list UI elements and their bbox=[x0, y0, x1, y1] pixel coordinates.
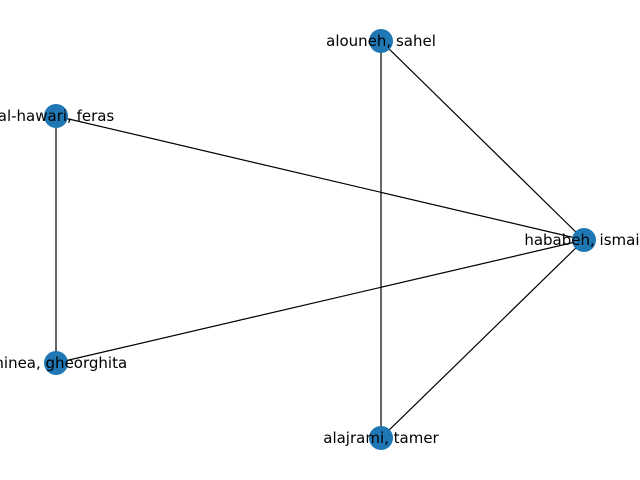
edge-ismail-tamer bbox=[380, 239, 585, 439]
edge-ismail-gheorghita bbox=[55, 239, 585, 364]
node-tamer bbox=[369, 426, 393, 450]
node-ismail bbox=[572, 228, 596, 252]
edges-layer bbox=[55, 40, 585, 439]
node-label-feras: al-hawari, feras bbox=[0, 107, 114, 125]
node-label-gheorghita: ghinea, gheorghita bbox=[0, 354, 127, 372]
node-sahel bbox=[369, 29, 393, 53]
nodes-layer bbox=[44, 29, 596, 450]
node-label-sahel: alouneh, sahel bbox=[326, 32, 436, 50]
edge-sahel-ismail bbox=[380, 40, 585, 241]
node-label-ismail: hababeh, ismail bbox=[524, 231, 640, 249]
labels-layer: alouneh, sahel al-hawari, feras hababeh, i… bbox=[0, 32, 640, 447]
node-label-tamer: alajrami, tamer bbox=[323, 429, 439, 447]
edge-feras-ismail bbox=[55, 115, 585, 241]
node-gheorghita bbox=[44, 351, 68, 375]
node-feras bbox=[44, 104, 68, 128]
